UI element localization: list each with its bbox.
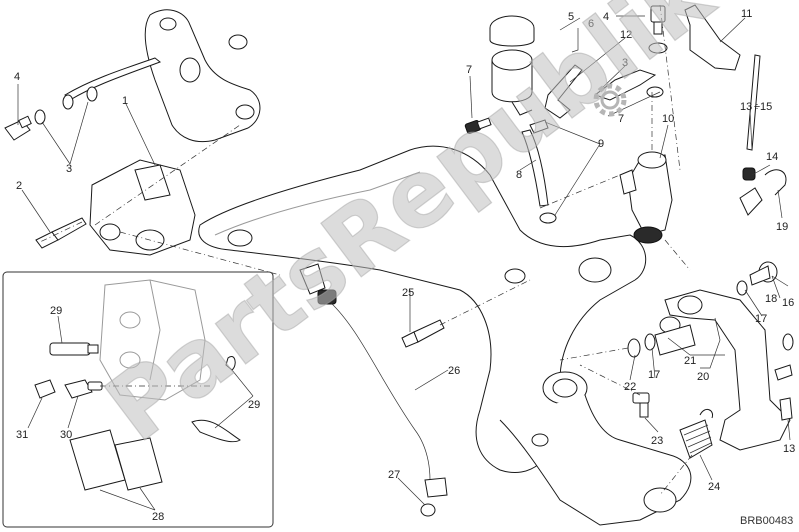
callout-numbers: 1 2 3 4 5 6 7 4 12 3 7 9 8 10 11 13 ÷15 … [14, 8, 795, 523]
pedal-washers [627, 280, 794, 358]
brake-hose [64, 57, 162, 101]
callout-24: 24 [708, 481, 720, 493]
banjo-bolt-left [4, 86, 98, 141]
callout-26: 26 [448, 365, 460, 377]
callout-3: 3 [66, 163, 72, 175]
pad-spring-clip [191, 419, 241, 443]
rear-brake-caliper [89, 159, 196, 256]
callout-17: 17 [648, 369, 660, 381]
callout-13: 13 [783, 443, 795, 455]
swingarm-bolt [401, 319, 445, 348]
callout-29: 29 [248, 399, 260, 411]
callout-17: 17 [755, 313, 767, 325]
reservoir-hose [521, 119, 557, 224]
callout-11: 11 [741, 8, 752, 20]
caliper-bolt [35, 217, 87, 249]
callout-25: 25 [402, 287, 414, 299]
pad-pin [49, 342, 99, 356]
caliper-bracket [144, 9, 261, 143]
callout-18: 18 [765, 293, 777, 305]
callout-30: 30 [60, 429, 72, 441]
callout-10: 10 [662, 113, 674, 125]
brake-pipe [739, 54, 787, 216]
reservoir-bracket [544, 64, 583, 119]
callout-13: 13 [740, 101, 752, 113]
callout-4: 4 [14, 71, 20, 83]
dashed-guides [39, 4, 693, 496]
pedal-screw [774, 364, 793, 421]
callout-21: 21 [684, 355, 696, 367]
callout-19: 19 [776, 221, 788, 233]
callout-22: 22 [624, 381, 636, 393]
callout-20: 20 [697, 371, 709, 383]
callout-12: 12 [620, 29, 632, 41]
callout-6: 6 [588, 18, 594, 30]
brake-pads [69, 429, 163, 491]
callout-15: ÷15 [754, 101, 772, 113]
brake-pedal [654, 289, 791, 451]
callout-8: 8 [516, 169, 522, 181]
pedal-pivot-bolt [749, 261, 778, 286]
pedal-bolt [632, 392, 650, 418]
return-spring [679, 408, 714, 459]
callout-7: 7 [618, 113, 624, 125]
inset-caliper-ghost [99, 279, 206, 401]
callout-4: 4 [603, 11, 609, 23]
inset-frame [2, 271, 274, 528]
callout-1: 1 [122, 95, 128, 107]
rear-master-cylinder [619, 151, 673, 244]
swingarm-outline [198, 145, 692, 526]
sensor-bracket [684, 4, 741, 71]
bleed-cap [34, 379, 56, 399]
callout-23: 23 [651, 435, 663, 447]
callout-27: 27 [388, 469, 400, 481]
callout-16: 16 [782, 297, 794, 309]
callout-31: 31 [16, 429, 28, 441]
callout-7: 7 [466, 64, 472, 76]
callout-28: 28 [152, 511, 164, 523]
callout-14: 14 [766, 151, 778, 163]
reservoir-screw [464, 117, 492, 135]
brake-fluid-reservoir [489, 15, 535, 116]
callout-2: 2 [16, 180, 22, 192]
callout-29: 29 [50, 305, 62, 317]
leader-lines [17, 15, 791, 511]
callout-5: 5 [568, 11, 574, 23]
speed-sensor-cable [299, 263, 448, 498]
callout-3: 3 [622, 57, 628, 69]
washer-27 [420, 503, 436, 517]
callout-9: 9 [598, 138, 604, 150]
gear-icon [593, 83, 627, 117]
diagram-code: BRB00483 [740, 515, 793, 527]
